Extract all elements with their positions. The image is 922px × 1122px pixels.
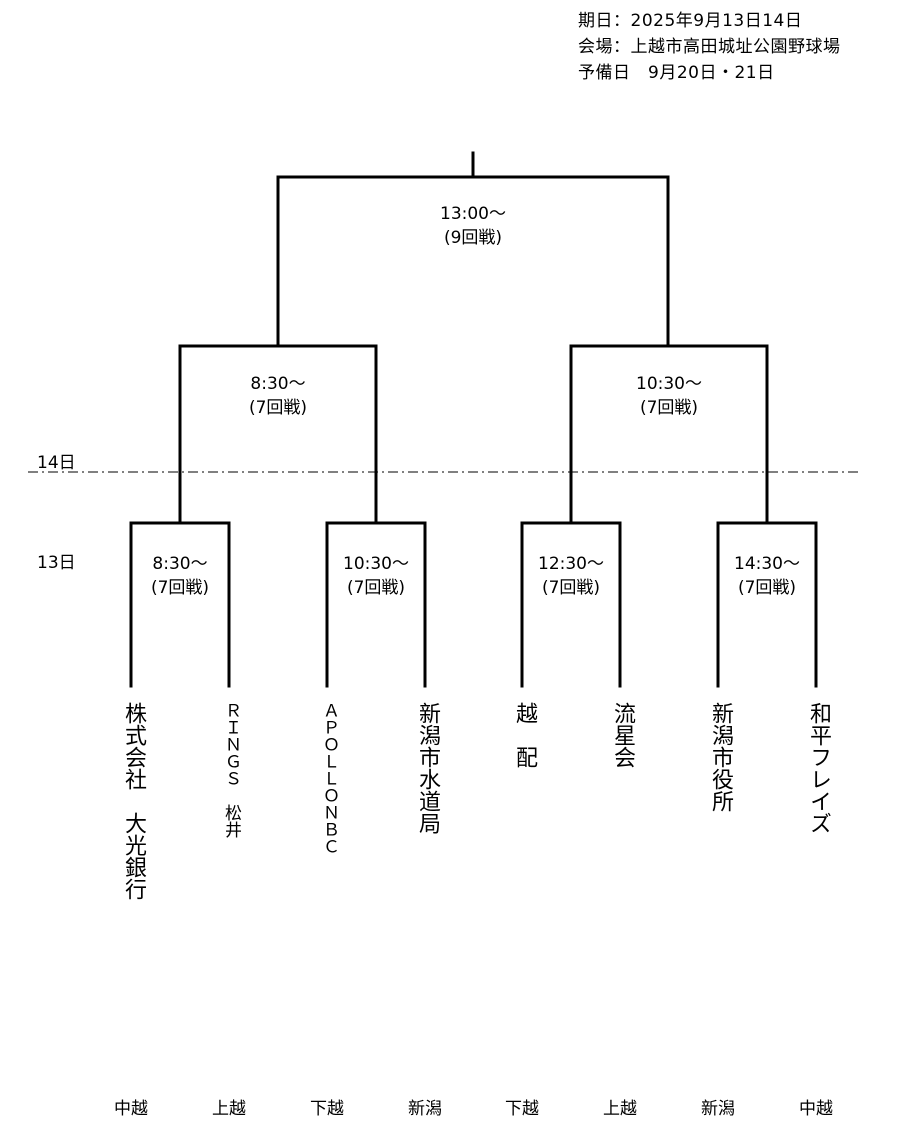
final-innings: (9回戦) bbox=[443, 228, 503, 248]
team-name: 新潟市役所 bbox=[708, 702, 733, 812]
match-time: 10:30〜 bbox=[343, 554, 409, 574]
match-time: 12:30〜 bbox=[538, 554, 604, 574]
match-4-bracket bbox=[716, 521, 818, 688]
final-match-info: 13:00〜 (9回戦) bbox=[413, 202, 533, 250]
semifinal-time: 8:30〜 bbox=[250, 374, 306, 394]
match-2-info: 10:30〜 (7回戦) bbox=[316, 552, 436, 600]
team-region: 新潟 bbox=[408, 1099, 442, 1119]
team-region: 中越 bbox=[114, 1099, 148, 1119]
semifinal-innings: (7回戦) bbox=[639, 398, 699, 418]
match-innings: (7回戦) bbox=[346, 578, 406, 598]
final-bracket bbox=[276, 175, 670, 346]
match-3-info: 12:30〜 (7回戦) bbox=[511, 552, 631, 600]
day-13-label: 13日 bbox=[37, 553, 76, 573]
team-name: 和平フレイズ bbox=[806, 702, 831, 834]
match-2-bracket bbox=[325, 521, 427, 688]
team-region: 新潟 bbox=[701, 1099, 735, 1119]
match-3-bracket bbox=[520, 521, 622, 688]
match-innings: (7回戦) bbox=[541, 578, 601, 598]
team-name: 新潟市水道局 bbox=[415, 702, 440, 834]
team-name: ＲＩＮＧＳ 松井 bbox=[221, 702, 241, 838]
team-region: 上越 bbox=[212, 1099, 246, 1119]
match-time: 14:30〜 bbox=[734, 554, 800, 574]
semifinal-right-info: 10:30〜 (7回戦) bbox=[609, 372, 729, 420]
reserve-date: 予備日 9月20日・21日 bbox=[578, 63, 775, 83]
match-1-info: 8:30〜 (7回戦) bbox=[120, 552, 240, 600]
event-venue: 会場：上越市高田城址公園野球場 bbox=[578, 37, 841, 57]
team-region: 下越 bbox=[505, 1099, 539, 1119]
match-time: 8:30〜 bbox=[152, 554, 208, 574]
team-name: 株式会社 大光銀行 bbox=[121, 702, 146, 900]
semifinal-left-bracket bbox=[178, 344, 378, 524]
final-time: 13:00〜 bbox=[440, 204, 506, 224]
team-region: 上越 bbox=[603, 1099, 637, 1119]
semifinal-right-bracket bbox=[569, 344, 769, 524]
match-1-bracket bbox=[129, 521, 231, 688]
semifinal-time: 10:30〜 bbox=[636, 374, 702, 394]
team-region: 下越 bbox=[310, 1099, 344, 1119]
match-4-info: 14:30〜 (7回戦) bbox=[707, 552, 827, 600]
team-name: 流星会 bbox=[610, 702, 635, 768]
semifinal-innings: (7回戦) bbox=[248, 398, 308, 418]
match-innings: (7回戦) bbox=[150, 578, 210, 598]
team-name: ＡＰＯＬＬＯＮＢＣ bbox=[319, 702, 339, 855]
semifinal-left-info: 8:30〜 (7回戦) bbox=[218, 372, 338, 420]
match-innings: (7回戦) bbox=[737, 578, 797, 598]
event-date: 期日：2025年9月13日14日 bbox=[578, 11, 803, 31]
team-region: 中越 bbox=[799, 1099, 833, 1119]
day-14-label: 14日 bbox=[37, 453, 76, 473]
team-name: 越 配 bbox=[512, 702, 537, 768]
